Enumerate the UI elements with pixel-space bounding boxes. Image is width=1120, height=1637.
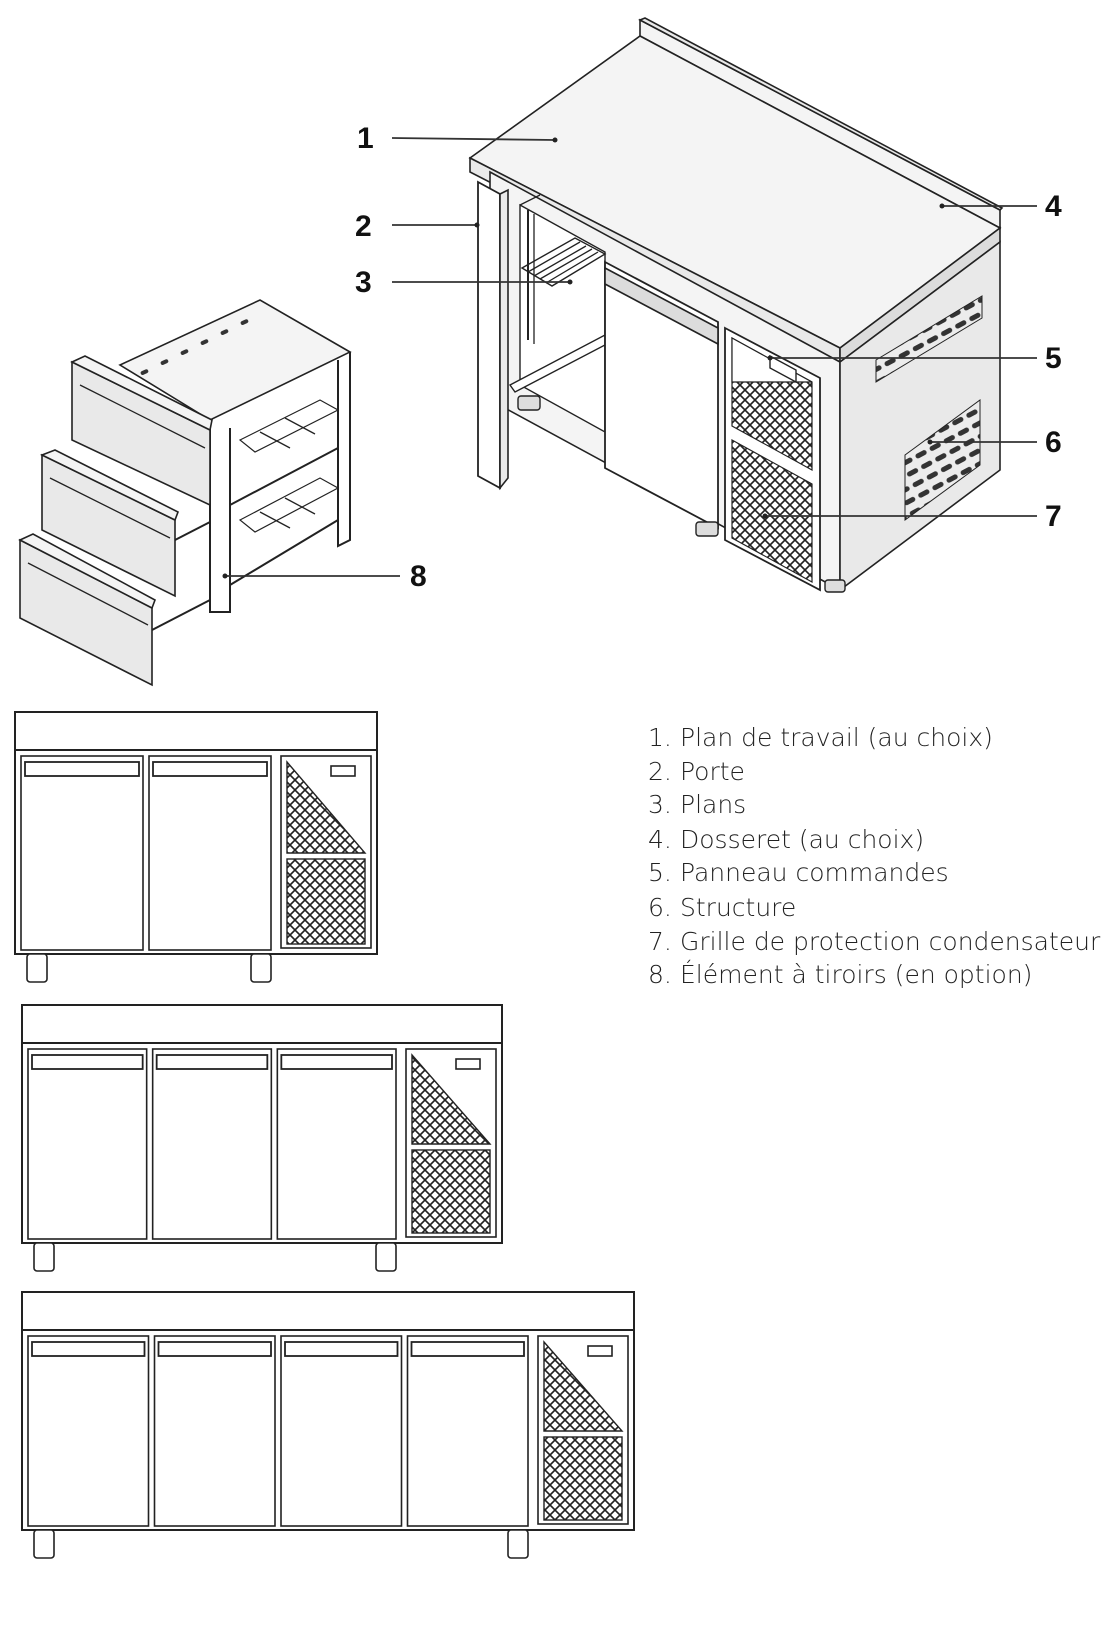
front-foot (375, 1242, 397, 1272)
side-vent-top (875, 295, 983, 383)
callout-6: 6 (1045, 426, 1062, 459)
front-upper-grille (411, 1053, 492, 1145)
door-handle (410, 1341, 525, 1357)
door-handle (31, 1341, 146, 1357)
legend-item-3: Plans (680, 790, 746, 819)
drawer-unit (18, 299, 352, 687)
front-foot (250, 953, 272, 983)
legend-item-6: Structure (680, 893, 796, 922)
foot (824, 579, 846, 593)
front-worktop (14, 711, 378, 751)
door-handle (284, 1341, 399, 1357)
legend-item-7: Grille de protection condensateur (680, 927, 1101, 956)
front-door (280, 1335, 403, 1527)
front-control-panel (455, 1058, 481, 1070)
foot (517, 395, 541, 411)
control-panel (769, 354, 797, 384)
legend-num-2: 2. (648, 757, 672, 786)
door-handle (604, 266, 719, 346)
front-door (406, 1335, 529, 1527)
front-worktop (21, 1004, 503, 1044)
front-condenser-grille (411, 1149, 491, 1234)
legend-num-1: 1. (648, 723, 672, 752)
legend-num-5: 5. (648, 858, 672, 887)
front-upper-grille (286, 760, 367, 854)
front-door (148, 755, 272, 951)
front-foot (33, 1242, 55, 1272)
front-foot (33, 1529, 55, 1559)
callout-8: 8 (410, 560, 427, 593)
callout-5: 5 (1045, 342, 1062, 375)
front-view-4-doors (21, 1291, 635, 1559)
front-foot (507, 1529, 529, 1559)
front-control-panel (587, 1345, 613, 1357)
condenser-grille (731, 438, 813, 584)
callout-1: 1 (357, 122, 374, 155)
front-control-panel (330, 765, 356, 777)
front-door (27, 1048, 148, 1240)
front-door (153, 1335, 276, 1527)
door-handle (152, 761, 268, 777)
door-handle (31, 1054, 144, 1070)
front-door (27, 1335, 150, 1527)
legend-num-3: 3. (648, 790, 672, 819)
front-door (276, 1048, 397, 1240)
legend-item-5: Panneau commandes (680, 858, 949, 887)
side-vent-lower (904, 399, 981, 521)
callouts: 1 2 3 4 5 6 7 8 (222, 122, 1062, 593)
foot (695, 521, 719, 537)
legend-item-1: Plan de travail (au choix) (680, 723, 993, 752)
front-foot (26, 953, 48, 983)
legend-item-2: Porte (680, 757, 745, 786)
door-handle (24, 761, 140, 777)
legend-num-4: 4. (648, 825, 672, 854)
legend-num-8: 8. (648, 960, 672, 989)
front-upper-grille (543, 1340, 624, 1432)
callout-2: 2 (355, 210, 372, 243)
front-views (14, 711, 635, 1559)
legend-item-4: Dosseret (au choix) (680, 825, 924, 854)
front-door (151, 1048, 273, 1240)
front-condenser-grille (286, 858, 366, 945)
front-view-2-doors (14, 711, 378, 983)
front-view-3-doors (21, 1004, 503, 1272)
front-worktop (21, 1291, 635, 1331)
legend-num-7: 7. (648, 927, 672, 956)
front-condenser-grille (543, 1436, 623, 1521)
callout-4: 4 (1045, 190, 1062, 223)
legend-num-6: 6. (648, 893, 672, 922)
door-handle (157, 1341, 272, 1357)
door-handle (155, 1054, 269, 1070)
isometric-counter (468, 17, 1004, 593)
door-handle (280, 1054, 393, 1070)
callout-3: 3 (355, 266, 372, 299)
callout-7: 7 (1045, 500, 1062, 533)
open-door (477, 180, 501, 490)
legend: 1. Plan de travail (au choix) 2. Porte 3… (648, 723, 1101, 989)
shelves (508, 237, 607, 393)
legend-item-8: Élément à tiroirs (en option) (680, 960, 1032, 989)
front-door (20, 755, 144, 951)
